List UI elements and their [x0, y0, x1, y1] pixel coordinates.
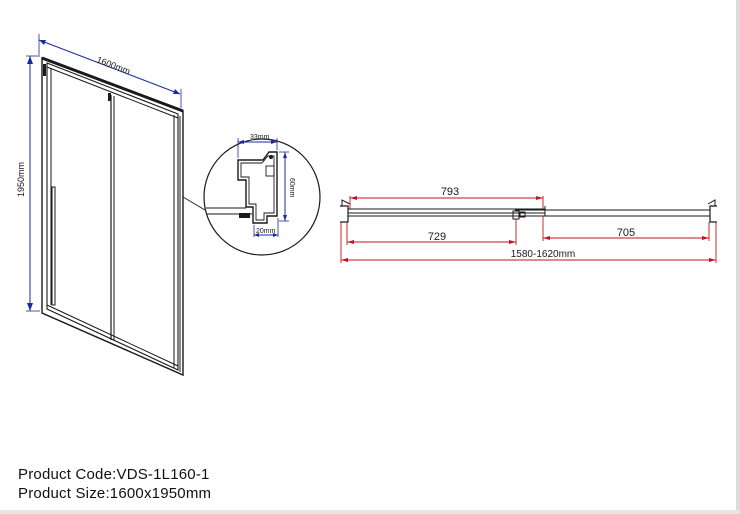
product-size: Product Size:1600x1950mm [18, 485, 212, 502]
top-width-label: 33mm [250, 134, 270, 141]
side-height-label: 60mm [288, 178, 295, 198]
plan-view: 793 729 705 1580-1620mm [340, 186, 717, 263]
upper-panel-dimension: 793 [441, 186, 459, 198]
bottom-width-label: 20mm [256, 228, 276, 235]
left-panel-dimension: 729 [428, 231, 446, 243]
overall-width-dimension: 1580-1620mm [511, 249, 575, 260]
height-dimension-label: 1950mm [16, 162, 26, 197]
profile-section [237, 151, 278, 224]
door-elevation: 1600mm 1950mm [16, 34, 206, 377]
width-dimension-label: 1600mm [95, 55, 131, 77]
right-panel-dimension: 705 [617, 227, 635, 239]
product-code: Product Code:VDS-1L160-1 [18, 466, 210, 483]
door-inner-frame [46, 62, 179, 371]
page-edge-right [736, 0, 740, 514]
profile-detail: 33mm 60mm 20mm [203, 134, 321, 256]
detail-leader [182, 196, 206, 211]
detail-circle [203, 138, 321, 256]
plan-handle [512, 210, 520, 220]
door-outer-frame [41, 56, 184, 377]
page-edge-bottom [0, 510, 740, 514]
handle [51, 186, 56, 306]
